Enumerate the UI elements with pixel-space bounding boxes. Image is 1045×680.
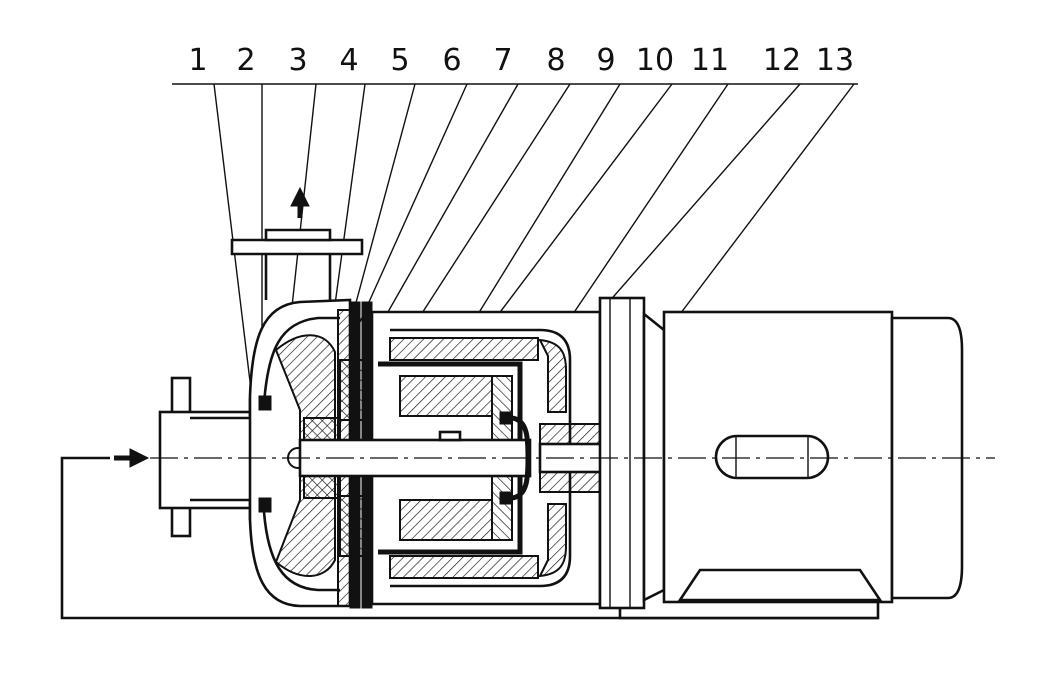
part-label-9: 9: [596, 43, 615, 78]
leader-7: [371, 83, 519, 341]
part-label-2: 2: [236, 43, 255, 78]
leader-13: [667, 83, 855, 331]
motor-flange: [598, 296, 666, 610]
leader-12: [599, 83, 801, 313]
outlet-arrow-icon: [290, 186, 310, 218]
motor-body: [662, 310, 964, 604]
part-label-8: 8: [546, 43, 565, 78]
part-label-1: 1: [188, 43, 207, 78]
part-label-13: 13: [816, 43, 854, 78]
part-labels: 1 2 3 4 5 6 7 8 9 10 11 12 13: [188, 43, 854, 78]
part-label-12: 12: [763, 43, 801, 78]
part-label-10: 10: [636, 43, 674, 78]
part-label-11: 11: [691, 43, 729, 78]
part-label-4: 4: [339, 43, 358, 78]
inner-magnet-rotor: [399, 375, 513, 541]
pump-cover: [337, 309, 373, 607]
part-label-6: 6: [442, 43, 461, 78]
motor-nameplate: [714, 434, 830, 480]
seal-rings: [258, 395, 272, 513]
part-label-7: 7: [493, 43, 512, 78]
inlet-flange: [158, 376, 258, 538]
inlet-arrow-icon: [114, 448, 150, 468]
part-label-3: 3: [288, 43, 307, 78]
part-label-5: 5: [390, 43, 409, 78]
leader-8: [394, 83, 571, 356]
outlet-nozzle: [230, 228, 364, 300]
leader-6: [359, 83, 468, 323]
